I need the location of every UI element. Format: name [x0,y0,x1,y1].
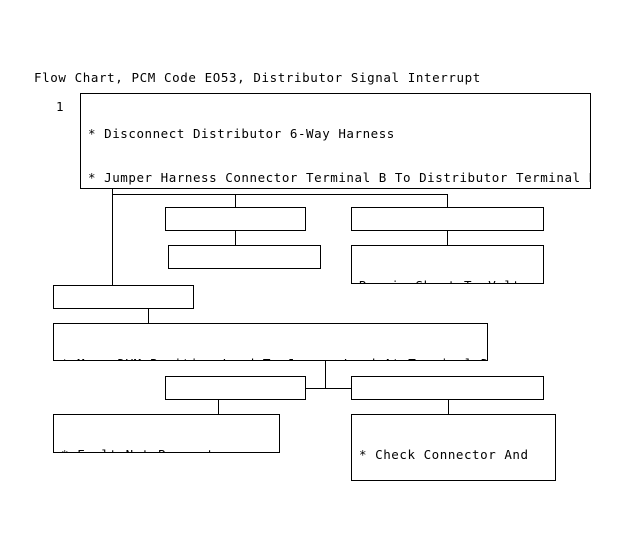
check-pick-up-coil: Check Pick Up Coil [168,245,321,269]
repair-short-to-voltage: Repair Short To Voltage Ckt 430 [351,245,544,284]
greater-than-0.3-volts: Greater Than 0.3 Volts [351,376,544,400]
check-connector-and-grounds: * Check Connector And Distributor Ground… [351,414,556,481]
connector-to-greater-2.5 [447,194,448,207]
connector-range-to-pickup-coil [235,231,236,245]
fault-not-present: * Fault Not Present * See Note On Interm… [53,414,280,453]
step-number-1: 1 [56,99,64,114]
range-0.0-to-0.4-volts: 0.0 To 0.4 Volts [165,207,306,231]
connector-movedvm-down [325,361,326,389]
greater-than-2.5-volts: Greater Than 2.5 Volts [351,207,544,231]
connector-to-range-0.5-2.5 [112,194,113,285]
connector-to-range-0.0-0.4 [235,194,236,207]
connector-greater2.5-to-repair [447,231,448,245]
page-title: Flow Chart, PCM Code EO53, Distributor S… [34,70,481,85]
connector-bottom-split [306,388,352,389]
connector-range0.5-to-movedvm [148,309,149,323]
fault-line-1: * Fault Not Present [61,448,279,452]
move-dvm-line-1: * Move DVM Positive Lead To Jumper Lead … [61,357,487,360]
range-0.5-to-2.5-volts: 0.5 To 2.5 Volts [53,285,194,309]
move-dvm-instructions: * Move DVM Positive Lead To Jumper Lead … [53,323,488,361]
grounds-line-1: * Check Connector And [359,447,529,463]
range-0.0-to-0.3-volts: 0.0 To 0.3 Volts [165,376,306,400]
step1-line-1: * Disconnect Distributor 6-Way Harness [88,126,395,142]
repair-short-line-1: Repair Short To Voltage [359,279,543,283]
connector-bus-top [112,194,448,195]
step1-line-2: * Jumper Harness Connector Terminal B To… [88,169,591,185]
connector-greater0.3-to-grounds [448,400,449,414]
connector-range0.3-to-fault [218,400,219,414]
connector-step1-down [112,189,113,195]
step-1-instructions: * Disconnect Distributor 6-Way Harness *… [80,93,591,189]
